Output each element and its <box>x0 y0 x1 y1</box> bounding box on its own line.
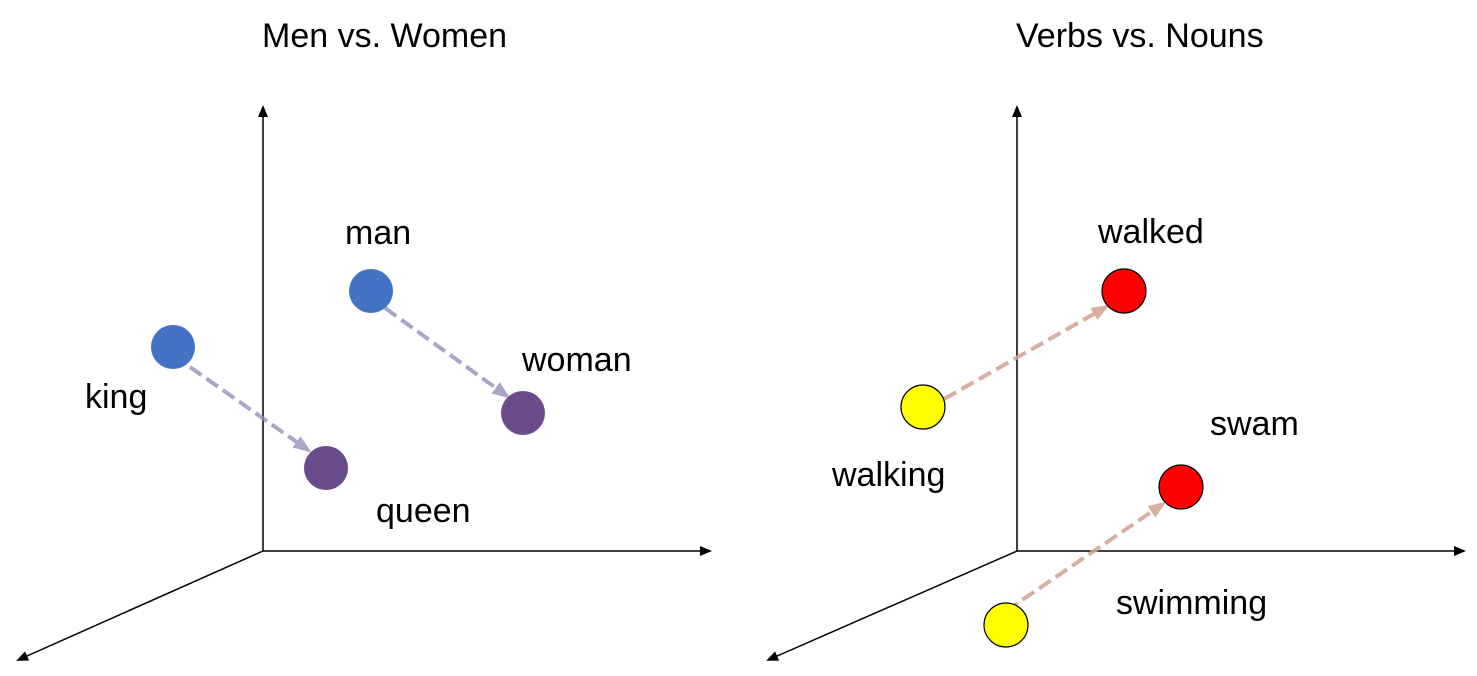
point-man <box>349 269 393 313</box>
arrow-man-to-woman <box>383 306 511 399</box>
point-walking <box>900 384 946 430</box>
z-axis <box>16 550 264 661</box>
panel-title: Men vs. Women <box>262 17 508 55</box>
point-king <box>151 325 195 369</box>
label-king: king <box>85 378 147 416</box>
label-queen: queen <box>376 492 471 530</box>
point-swimming <box>983 602 1029 648</box>
arrow-walking-to-walked <box>943 305 1110 401</box>
panel-men-vs-women: Men vs. Women man woman king <box>0 0 738 676</box>
label-man: man <box>345 214 411 252</box>
label-walking: walking <box>831 456 945 494</box>
point-queen <box>304 446 348 490</box>
arrow-king-to-queen <box>188 365 312 453</box>
label-swimming: swimming <box>1116 584 1267 622</box>
point-walked <box>1101 268 1147 314</box>
vector-space-diagram: man woman king queen <box>16 105 712 661</box>
z-axis <box>766 550 1018 661</box>
point-swam <box>1158 464 1204 510</box>
point-woman <box>501 391 545 435</box>
label-walked: walked <box>1097 213 1204 251</box>
label-woman: woman <box>521 341 632 379</box>
vector-space-diagram: walked walking swam swimming <box>766 105 1466 661</box>
arrow-swimming-to-swam <box>1004 501 1167 613</box>
panel-verbs-vs-nouns: Verbs vs. Nouns walked walking swam swim… <box>738 0 1477 676</box>
label-swam: swam <box>1210 405 1299 443</box>
panel-title: Verbs vs. Nouns <box>1016 17 1264 55</box>
